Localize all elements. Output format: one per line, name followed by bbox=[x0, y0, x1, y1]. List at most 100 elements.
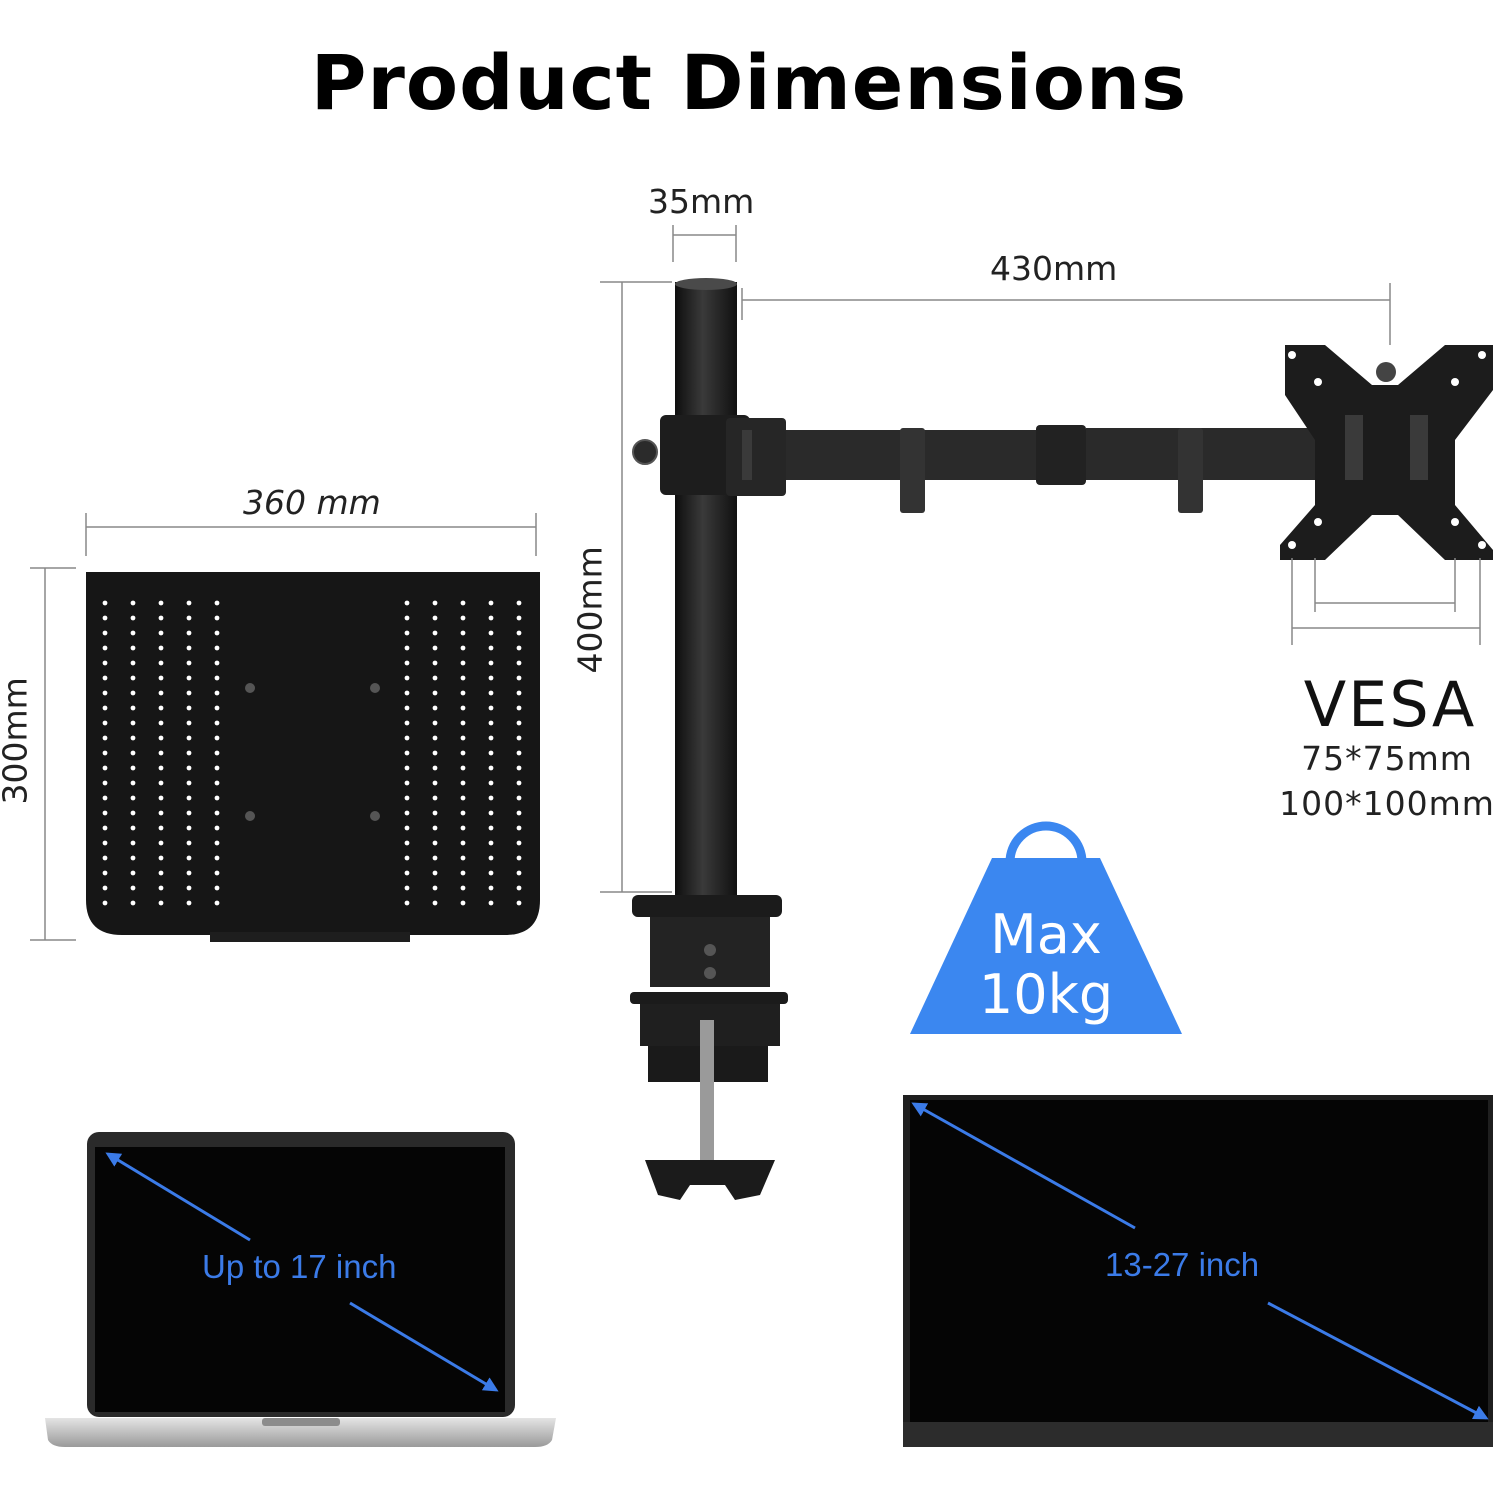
tray-hole bbox=[516, 780, 522, 786]
tray-hole bbox=[432, 705, 438, 711]
tray-hole bbox=[102, 615, 108, 621]
tray-hole bbox=[488, 900, 494, 906]
tray-hole bbox=[404, 795, 410, 801]
tray-hole bbox=[432, 630, 438, 636]
tray-hole bbox=[214, 795, 220, 801]
tray-hole bbox=[102, 720, 108, 726]
tray-hole bbox=[488, 720, 494, 726]
tray-hole bbox=[186, 765, 192, 771]
tray-hole bbox=[516, 900, 522, 906]
tray-hole bbox=[214, 765, 220, 771]
tray-hole bbox=[460, 705, 466, 711]
tray-hole bbox=[432, 840, 438, 846]
tray-hole bbox=[214, 690, 220, 696]
tray-hole bbox=[102, 765, 108, 771]
vesa-size-small: 75*75mm bbox=[1301, 739, 1473, 778]
tray-hole bbox=[432, 795, 438, 801]
max-weight-line2: 10kg bbox=[978, 963, 1114, 1026]
tray-hole bbox=[432, 765, 438, 771]
tray-hole bbox=[432, 600, 438, 606]
tray-hole bbox=[460, 810, 466, 816]
tray-hole bbox=[186, 840, 192, 846]
tray-hole bbox=[102, 705, 108, 711]
tray-hole bbox=[516, 795, 522, 801]
tray-hole bbox=[186, 615, 192, 621]
tray-hole bbox=[102, 630, 108, 636]
tray-hole bbox=[130, 720, 136, 726]
tray-hole bbox=[488, 690, 494, 696]
tray-hole bbox=[488, 705, 494, 711]
tray-hole bbox=[102, 645, 108, 651]
tray-hole bbox=[214, 840, 220, 846]
tray-hole bbox=[516, 705, 522, 711]
tray-hole bbox=[102, 750, 108, 756]
pole-diameter-label: 35mm bbox=[648, 182, 755, 221]
tray-hole bbox=[516, 735, 522, 741]
tray-hole bbox=[214, 630, 220, 636]
vesa-size-large: 100*100mm bbox=[1279, 784, 1495, 823]
tray-hole bbox=[158, 630, 164, 636]
tray-hole bbox=[158, 690, 164, 696]
pole-height-dimension-line bbox=[600, 281, 672, 893]
pole-height-label: 400mm bbox=[570, 546, 610, 674]
tray-hole bbox=[130, 885, 136, 891]
tray-hole bbox=[432, 900, 438, 906]
tray-hole bbox=[186, 720, 192, 726]
tray-hole bbox=[460, 645, 466, 651]
monitor-size-label: 13-27 inch bbox=[1105, 1246, 1260, 1283]
tray-hole bbox=[516, 615, 522, 621]
tray-hole bbox=[102, 810, 108, 816]
tray-hole bbox=[460, 735, 466, 741]
tray-hole bbox=[432, 885, 438, 891]
tray-hole bbox=[516, 855, 522, 861]
tray-hole bbox=[460, 795, 466, 801]
tray-hole bbox=[404, 750, 410, 756]
tray-hole bbox=[158, 705, 164, 711]
tray-hole bbox=[186, 825, 192, 831]
tray-hole bbox=[460, 660, 466, 666]
tray-hole bbox=[186, 660, 192, 666]
tray-hole bbox=[432, 660, 438, 666]
tray-hole bbox=[516, 720, 522, 726]
tray-hole bbox=[214, 900, 220, 906]
tray-hole bbox=[432, 690, 438, 696]
tray-hole bbox=[460, 630, 466, 636]
monitor-mount bbox=[630, 278, 1493, 1200]
tray-hole bbox=[214, 810, 220, 816]
tray-hole bbox=[432, 750, 438, 756]
laptop bbox=[45, 1132, 556, 1447]
laptop-size-label: Up to 17 inch bbox=[202, 1248, 397, 1285]
tray-hole bbox=[460, 765, 466, 771]
tray-hole bbox=[102, 600, 108, 606]
tray-hole bbox=[214, 825, 220, 831]
tray-hole bbox=[158, 645, 164, 651]
tray-hole bbox=[432, 645, 438, 651]
tray-hole bbox=[460, 750, 466, 756]
tray-hole bbox=[130, 660, 136, 666]
tray-hole bbox=[488, 780, 494, 786]
max-weight-line1: Max bbox=[990, 903, 1102, 966]
arm-length-label: 430mm bbox=[990, 249, 1118, 288]
tray-hole bbox=[432, 615, 438, 621]
tray-hole bbox=[186, 780, 192, 786]
tray-hole bbox=[186, 630, 192, 636]
tray-hole bbox=[432, 675, 438, 681]
tray-hole bbox=[158, 720, 164, 726]
tray-width-label: 360 mm bbox=[243, 483, 381, 522]
tray-hole bbox=[516, 660, 522, 666]
tray-hole bbox=[186, 645, 192, 651]
tray-hole bbox=[460, 690, 466, 696]
tray-hole bbox=[488, 810, 494, 816]
tray-hole bbox=[214, 750, 220, 756]
tray-hole bbox=[158, 600, 164, 606]
tray-hole bbox=[460, 885, 466, 891]
tray-hole bbox=[214, 870, 220, 876]
tray-hole bbox=[186, 810, 192, 816]
tray-hole bbox=[404, 855, 410, 861]
tray-hole bbox=[432, 855, 438, 861]
vesa-dimension-lines bbox=[1291, 558, 1481, 645]
max-weight-badge bbox=[910, 821, 1182, 1034]
tray-hole bbox=[130, 615, 136, 621]
tray-hole bbox=[158, 825, 164, 831]
